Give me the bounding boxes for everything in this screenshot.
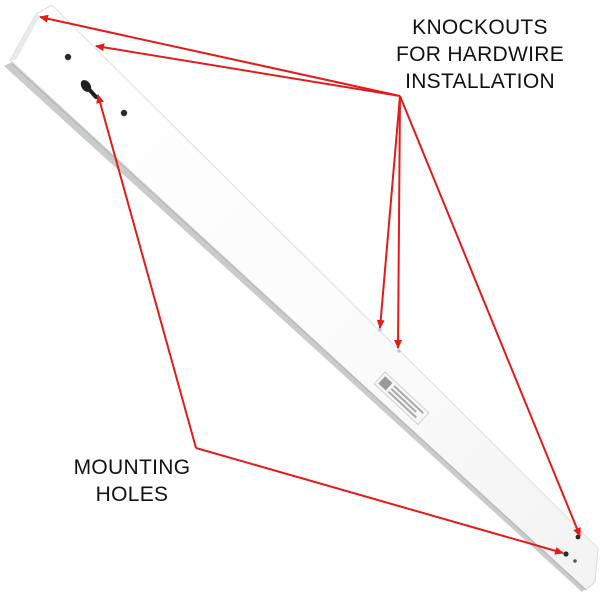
fixture-end-cap bbox=[10, 14, 40, 60]
fixture-lower-edge bbox=[11, 63, 587, 591]
fixture-edge bbox=[51, 4, 599, 549]
knockout-mark bbox=[573, 559, 577, 563]
arrow-knockout-2 bbox=[95, 43, 401, 97]
knockout-hole bbox=[120, 109, 128, 117]
mounting-hole bbox=[563, 551, 569, 557]
knockouts-label-line-2: FOR HARDWIRE bbox=[395, 43, 565, 66]
mounting-keyhole bbox=[80, 80, 98, 99]
knockout-hole bbox=[64, 53, 72, 61]
light-fixture bbox=[4, 4, 599, 592]
callout-arrows bbox=[39, 14, 581, 555]
arrow-knockout-5 bbox=[399, 95, 581, 537]
arrow-knockout-1 bbox=[39, 14, 401, 97]
fixture-side-shadow bbox=[4, 62, 588, 592]
mounting-label-line-2: HOLES bbox=[95, 483, 169, 506]
arrow-mounting-2 bbox=[195, 447, 564, 555]
knockouts-callout-label: KNOCKOUTS FOR HARDWIRE INSTALLATION bbox=[360, 14, 600, 95]
mounting-holes-callout-label: MOUNTING HOLES bbox=[40, 454, 224, 508]
mounting-label-line-1: MOUNTING bbox=[73, 456, 191, 479]
arrow-mounting-1 bbox=[96, 94, 197, 449]
product-label bbox=[373, 371, 430, 426]
knockout-mark bbox=[397, 349, 401, 353]
knockouts-label-line-1: KNOCKOUTS bbox=[412, 16, 548, 39]
arrow-knockout-4 bbox=[394, 95, 403, 349]
knockout-mark bbox=[378, 328, 382, 332]
knockouts-label-line-3: INSTALLATION bbox=[405, 70, 555, 93]
arrow-knockout-3 bbox=[376, 95, 401, 329]
